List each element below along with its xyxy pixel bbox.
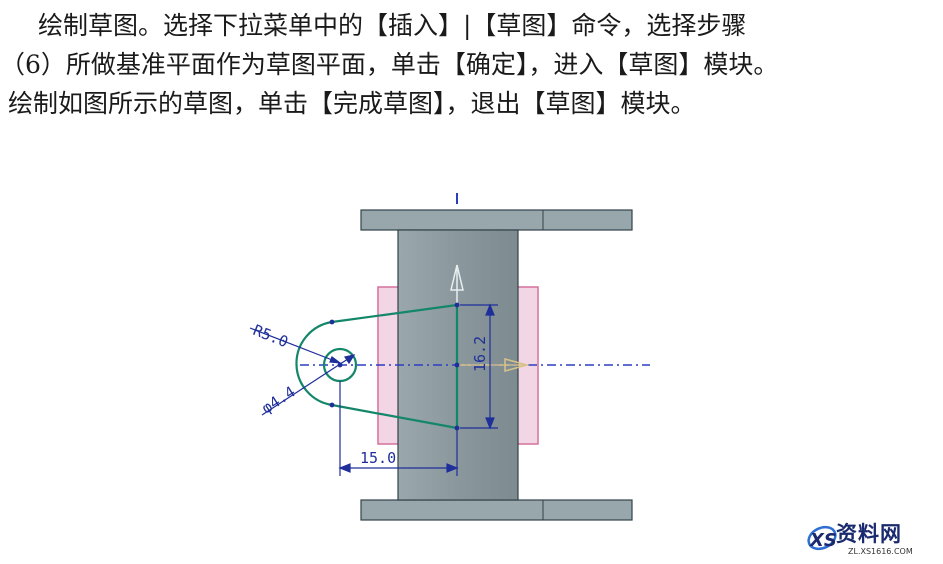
dimension-diameter bbox=[261, 354, 356, 416]
cylinder-body bbox=[397, 229, 519, 501]
paragraph-line-3: 绘制如图所示的草图，单击【完成草图】，退出【草图】模块。 bbox=[8, 89, 696, 118]
watermark-url: ZL.XS1616.COM bbox=[848, 547, 913, 556]
sketch-points bbox=[329, 302, 460, 431]
watermark-logo: XS 资料网 ZL.XS1616.COM bbox=[806, 516, 940, 560]
dimension-height bbox=[460, 303, 498, 430]
dimension-width bbox=[338, 381, 459, 476]
bottom-flange bbox=[360, 499, 633, 521]
paragraph-line-1: 绘制草图。选择下拉菜单中的【插入】|【草图】命令，选择步骤 bbox=[38, 11, 747, 40]
sketch-plane bbox=[377, 286, 539, 445]
paragraph-line-2: （6）所做基准平面作为草图平面，单击【确定】，进入【草图】模块。 bbox=[0, 50, 779, 79]
watermark-name: 资料网 bbox=[836, 522, 902, 546]
instruction-paragraph: 绘制草图。选择下拉菜单中的【插入】|【草图】命令，选择步骤 （6）所做基准平面作… bbox=[0, 6, 943, 123]
dimension-height-label: 16.2 bbox=[471, 336, 489, 372]
dimension-width-label: 15.0 bbox=[360, 449, 396, 467]
svg-text:XS: XS bbox=[809, 530, 837, 551]
sketch-profile bbox=[295, 303, 459, 430]
dimension-diameter-label: φ4.4 bbox=[258, 383, 298, 418]
dimension-radius-label: R5.0 bbox=[251, 321, 291, 351]
dimension-radius bbox=[249, 327, 343, 364]
datum-arrow-head bbox=[450, 264, 464, 291]
top-flange bbox=[360, 209, 633, 231]
xs-logo-icon: XS bbox=[807, 525, 837, 551]
datum-arrow-head-right bbox=[504, 358, 530, 372]
